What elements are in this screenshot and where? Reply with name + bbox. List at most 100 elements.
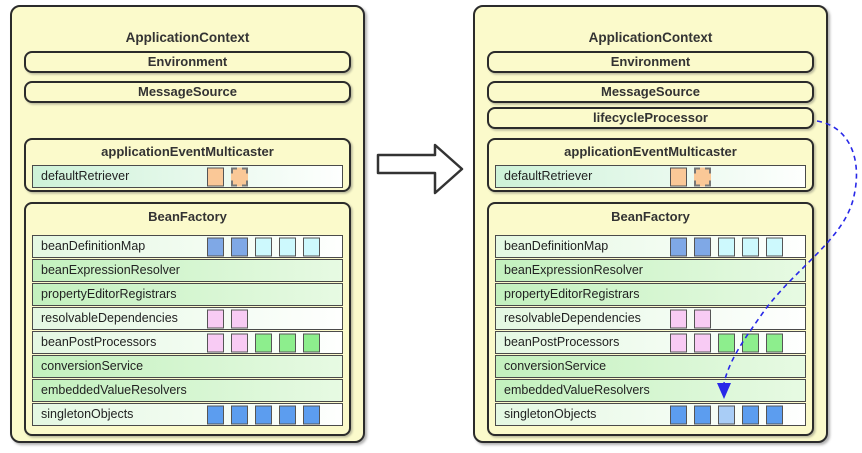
bean-square xyxy=(670,333,687,352)
bean-square xyxy=(207,309,224,328)
bean-square xyxy=(279,237,296,256)
resolvable-dependencies-row: resolvableDependencies xyxy=(32,307,343,330)
row-label: beanDefinitionMap xyxy=(41,239,146,253)
bean-square xyxy=(279,405,296,424)
bean-factory-box: BeanFactory beanDefinitionMap beanExpres… xyxy=(24,202,351,436)
bean-squares xyxy=(207,309,248,328)
row-label: singletonObjects xyxy=(504,407,597,421)
application-event-multicaster-box: applicationEventMulticaster defaultRetri… xyxy=(24,138,351,192)
conversion-service-row: conversionService xyxy=(495,355,806,378)
row-label: defaultRetriever xyxy=(504,169,593,183)
bean-square xyxy=(694,237,711,256)
bean-square xyxy=(207,405,224,424)
bean-square xyxy=(670,237,687,256)
bean-square xyxy=(766,237,783,256)
bean-square xyxy=(694,167,711,186)
bean-square xyxy=(255,333,272,352)
bean-square xyxy=(718,237,735,256)
bean-square xyxy=(255,405,272,424)
bean-square xyxy=(231,405,248,424)
row-label: defaultRetriever xyxy=(41,169,130,183)
property-editor-registrars-row: propertyEditorRegistrars xyxy=(495,283,806,306)
bean-square xyxy=(670,167,687,186)
environment-bar: Environment xyxy=(487,51,814,73)
multicaster-title: applicationEventMulticaster xyxy=(101,144,274,159)
bean-square xyxy=(694,309,711,328)
application-event-multicaster-box: applicationEventMulticaster defaultRetri… xyxy=(487,138,814,192)
row-label: embeddedValueResolvers xyxy=(41,383,187,397)
row-label: resolvableDependencies xyxy=(41,311,178,325)
bean-square xyxy=(303,237,320,256)
bean-definition-map-row: beanDefinitionMap xyxy=(32,235,343,258)
bean-square xyxy=(766,405,783,424)
bean-square xyxy=(279,333,296,352)
row-label: conversionService xyxy=(504,359,607,373)
bean-squares xyxy=(207,333,320,352)
bean-definition-map-row: beanDefinitionMap xyxy=(495,235,806,258)
bean-factory-title: BeanFactory xyxy=(611,209,690,224)
bean-factory-rows: beanDefinitionMap beanExpressionResolver… xyxy=(32,235,343,426)
row-label: singletonObjects xyxy=(41,407,134,421)
bean-squares xyxy=(207,405,320,424)
row-label: beanExpressionResolver xyxy=(504,263,643,277)
row-label: propertyEditorRegistrars xyxy=(41,287,177,301)
bean-square xyxy=(207,167,224,186)
bean-expression-resolver-row: beanExpressionResolver xyxy=(32,259,343,282)
bean-post-processors-row: beanPostProcessors xyxy=(495,331,806,354)
bean-squares xyxy=(207,237,320,256)
row-label: beanPostProcessors xyxy=(504,335,620,349)
row-label: conversionService xyxy=(41,359,144,373)
environment-bar: Environment xyxy=(24,51,351,73)
row-label: beanExpressionResolver xyxy=(41,263,180,277)
bean-square xyxy=(207,237,224,256)
bean-post-processors-row: beanPostProcessors xyxy=(32,331,343,354)
bean-squares xyxy=(670,237,783,256)
embedded-value-resolvers-row: embeddedValueResolvers xyxy=(32,379,343,402)
bean-square xyxy=(231,237,248,256)
bean-square xyxy=(670,405,687,424)
row-label: resolvableDependencies xyxy=(504,311,641,325)
row-label: beanPostProcessors xyxy=(41,335,157,349)
bean-square xyxy=(255,237,272,256)
bean-square xyxy=(718,405,735,424)
row-label: propertyEditorRegistrars xyxy=(504,287,640,301)
default-retriever-row: defaultRetriever xyxy=(495,165,806,188)
listener-squares xyxy=(670,167,711,186)
singleton-objects-row: singletonObjects xyxy=(495,403,806,426)
bean-square xyxy=(694,333,711,352)
bean-squares xyxy=(670,309,711,328)
listener-squares xyxy=(207,167,248,186)
bean-square xyxy=(231,333,248,352)
bean-square xyxy=(670,309,687,328)
message-source-bar: MessageSource xyxy=(24,81,351,103)
default-retriever-row: defaultRetriever xyxy=(32,165,343,188)
bean-square xyxy=(742,237,759,256)
bean-square xyxy=(231,309,248,328)
resolvable-dependencies-row: resolvableDependencies xyxy=(495,307,806,330)
bean-square xyxy=(742,333,759,352)
application-context-panel-before: ApplicationContext Environment MessageSo… xyxy=(10,5,365,443)
panel-title: ApplicationContext xyxy=(125,30,250,45)
bean-square xyxy=(231,167,248,186)
lifecycle-processor-bar: lifecycleProcessor xyxy=(487,107,814,129)
bean-square xyxy=(303,405,320,424)
bean-square xyxy=(694,405,711,424)
panel-title: ApplicationContext xyxy=(588,30,713,45)
bean-expression-resolver-row: beanExpressionResolver xyxy=(495,259,806,282)
bean-factory-title: BeanFactory xyxy=(148,209,227,224)
message-source-bar: MessageSource xyxy=(487,81,814,103)
row-label: beanDefinitionMap xyxy=(504,239,609,253)
singleton-objects-row: singletonObjects xyxy=(32,403,343,426)
bean-factory-rows: beanDefinitionMap beanExpressionResolver… xyxy=(495,235,806,426)
conversion-service-row: conversionService xyxy=(32,355,343,378)
bean-squares xyxy=(670,405,783,424)
row-label: embeddedValueResolvers xyxy=(504,383,650,397)
bean-square xyxy=(303,333,320,352)
bean-square xyxy=(742,405,759,424)
bean-squares xyxy=(670,333,783,352)
bean-square xyxy=(718,333,735,352)
property-editor-registrars-row: propertyEditorRegistrars xyxy=(32,283,343,306)
embedded-value-resolvers-row: embeddedValueResolvers xyxy=(495,379,806,402)
application-context-panel-after: ApplicationContext Environment MessageSo… xyxy=(473,5,828,443)
bean-square xyxy=(766,333,783,352)
